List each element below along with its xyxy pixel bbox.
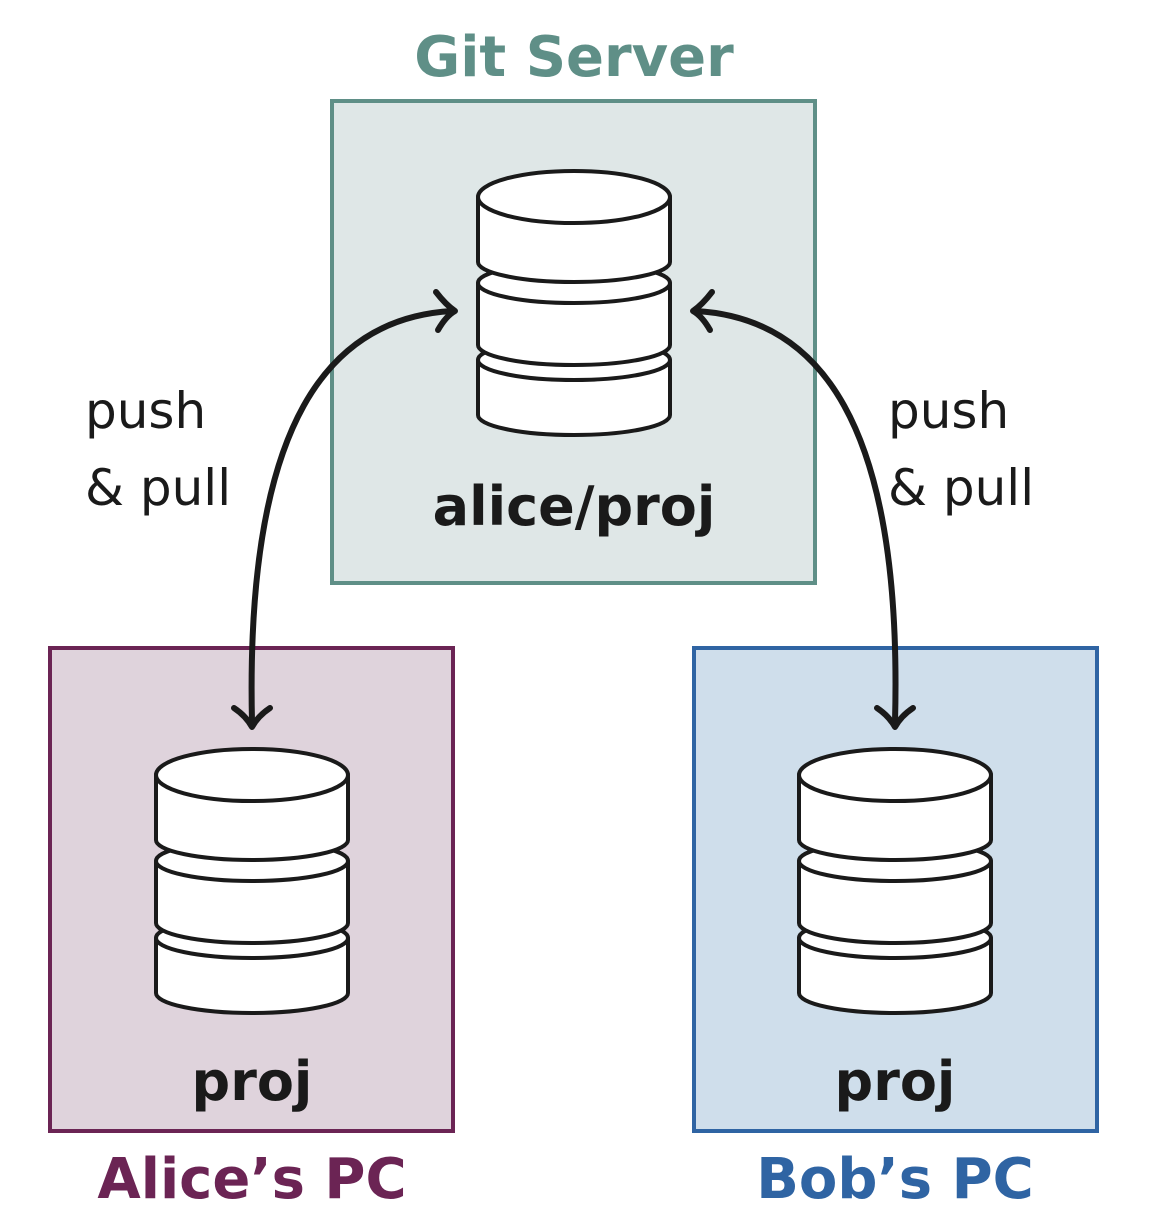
right-edge-label-line1: push [888, 382, 1009, 440]
double-arrow-icon [231, 289, 458, 730]
database-icon [154, 747, 350, 1015]
bob-pc-node: proj Bob’s PC [692, 646, 1099, 1212]
alice-pc-node: proj Alice’s PC [48, 646, 455, 1212]
database-icon [797, 747, 993, 1015]
left-edge-label: push & pull [85, 382, 231, 517]
database-icon [476, 169, 672, 437]
right-edge-label-line2: & pull [888, 459, 1034, 517]
bob-repo-label: proj [835, 1050, 956, 1113]
left-edge-label-line2: & pull [85, 459, 231, 517]
bob-pc-title: Bob’s PC [756, 1147, 1033, 1212]
left-edge-label-line1: push [85, 382, 206, 440]
right-edge-label: push & pull [888, 382, 1034, 517]
alice-pc-title: Alice’s PC [97, 1147, 406, 1212]
git-server-node: alice/proj Git Server [330, 25, 817, 585]
double-arrow-icon [690, 289, 916, 730]
git-server-title: Git Server [414, 25, 734, 90]
server-repo-label: alice/proj [433, 475, 716, 538]
alice-repo-label: proj [192, 1050, 313, 1113]
